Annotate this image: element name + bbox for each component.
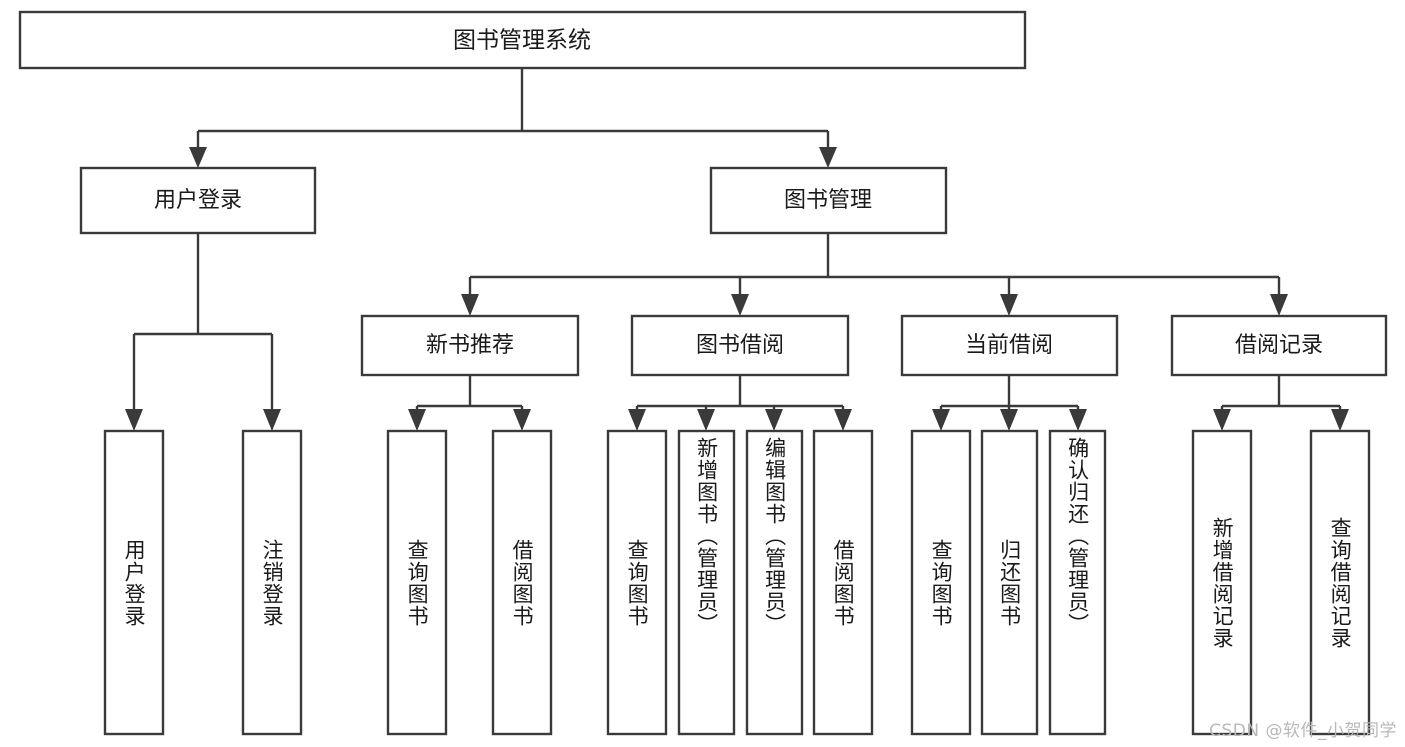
connectors-root-to-level2 <box>189 68 837 168</box>
leaf-boxes <box>103 429 1371 736</box>
arrowhead-leaf-borrow-book-rec <box>513 409 531 431</box>
arrowhead-book-borrow <box>731 294 749 316</box>
node-user-login[interactable]: 用户登录 <box>79 166 317 235</box>
connectors-book-borrow-to-leaves <box>628 375 852 431</box>
arrowhead-book-manage <box>819 147 837 168</box>
arrowhead-user-login <box>189 147 207 168</box>
arrowhead-leaf-edit-book-admin <box>765 409 783 431</box>
connectors-user-login-to-leaves <box>125 233 281 431</box>
node-book-manage-box[interactable] <box>709 166 948 235</box>
node-leaf-query-book-rec-box[interactable] <box>386 429 448 736</box>
node-current-borrow[interactable]: 当前借阅 <box>900 314 1119 377</box>
node-root[interactable]: 图书管理系统 <box>18 10 1027 70</box>
node-current-borrow-box[interactable] <box>900 314 1119 377</box>
arrowhead-leaf-user-logout <box>263 409 281 431</box>
arrowhead-leaf-query-book-rec <box>408 409 426 431</box>
node-book-manage[interactable]: 图书管理 <box>709 166 948 235</box>
arrowhead-borrow-record <box>1270 294 1288 316</box>
arrowhead-leaf-add-borrow-record <box>1213 409 1231 431</box>
arrowhead-leaf-add-book-admin <box>697 409 715 431</box>
node-borrow-record-box[interactable] <box>1170 314 1388 377</box>
connectors-current-borrow-to-leaves <box>932 375 1087 431</box>
arrowhead-leaf-query-borrow-record <box>1331 409 1349 431</box>
node-leaf-query-book-current-box[interactable] <box>910 429 972 736</box>
arrowhead-new-book-recommend <box>461 294 479 316</box>
connectors-new-book-to-leaves <box>408 375 531 431</box>
node-root-label: 图书管理系统 <box>453 28 591 54</box>
node-leaf-borrow-book-rec-box[interactable] <box>491 429 553 736</box>
node-new-book-recommend-label: 新书推荐 <box>426 333 514 358</box>
node-leaf-user-logout-box[interactable] <box>241 429 303 736</box>
node-book-borrow[interactable]: 图书借阅 <box>630 314 850 377</box>
arrowhead-leaf-user-login <box>125 409 143 431</box>
node-book-borrow-label: 图书借阅 <box>696 333 784 358</box>
node-leaf-add-book-admin-box[interactable] <box>677 429 736 736</box>
node-book-manage-label: 图书管理 <box>784 188 872 213</box>
connectors-borrow-record-to-leaves <box>1213 375 1349 431</box>
connectors-book-manage-to-level3 <box>461 233 1288 316</box>
node-leaf-edit-book-admin-box[interactable] <box>745 429 804 736</box>
arrowhead-leaf-borrow-book <box>834 409 852 431</box>
arrowhead-leaf-query-book-current <box>932 409 950 431</box>
node-leaf-add-borrow-record-box[interactable] <box>1191 429 1253 736</box>
node-borrow-record[interactable]: 借阅记录 <box>1170 314 1388 377</box>
node-leaf-borrow-book-box[interactable] <box>812 429 874 736</box>
watermark-label: CSDN @软件_小贺同学 <box>1209 721 1397 741</box>
node-leaf-query-borrow-record-box[interactable] <box>1309 429 1371 736</box>
node-book-borrow-box[interactable] <box>630 314 850 377</box>
node-root-box[interactable] <box>18 10 1027 70</box>
node-leaf-confirm-return-admin-box[interactable] <box>1048 429 1107 736</box>
node-leaf-user-login-box[interactable] <box>103 429 165 736</box>
node-leaf-return-book-box[interactable] <box>980 429 1039 736</box>
node-borrow-record-label: 借阅记录 <box>1235 333 1323 358</box>
node-user-login-box[interactable] <box>79 166 317 235</box>
arrowhead-leaf-return-book <box>1000 409 1018 431</box>
arrowhead-leaf-confirm-return-admin <box>1069 409 1087 431</box>
node-leaf-query-book-borrow-box[interactable] <box>606 429 668 736</box>
arrowhead-leaf-query-book-borrow <box>628 409 646 431</box>
arrowhead-current-borrow <box>1000 294 1018 316</box>
node-new-book-recommend-box[interactable] <box>360 314 580 377</box>
node-user-login-label: 用户登录 <box>154 188 242 213</box>
node-current-borrow-label: 当前借阅 <box>965 333 1053 358</box>
node-new-book-recommend[interactable]: 新书推荐 <box>360 314 580 377</box>
